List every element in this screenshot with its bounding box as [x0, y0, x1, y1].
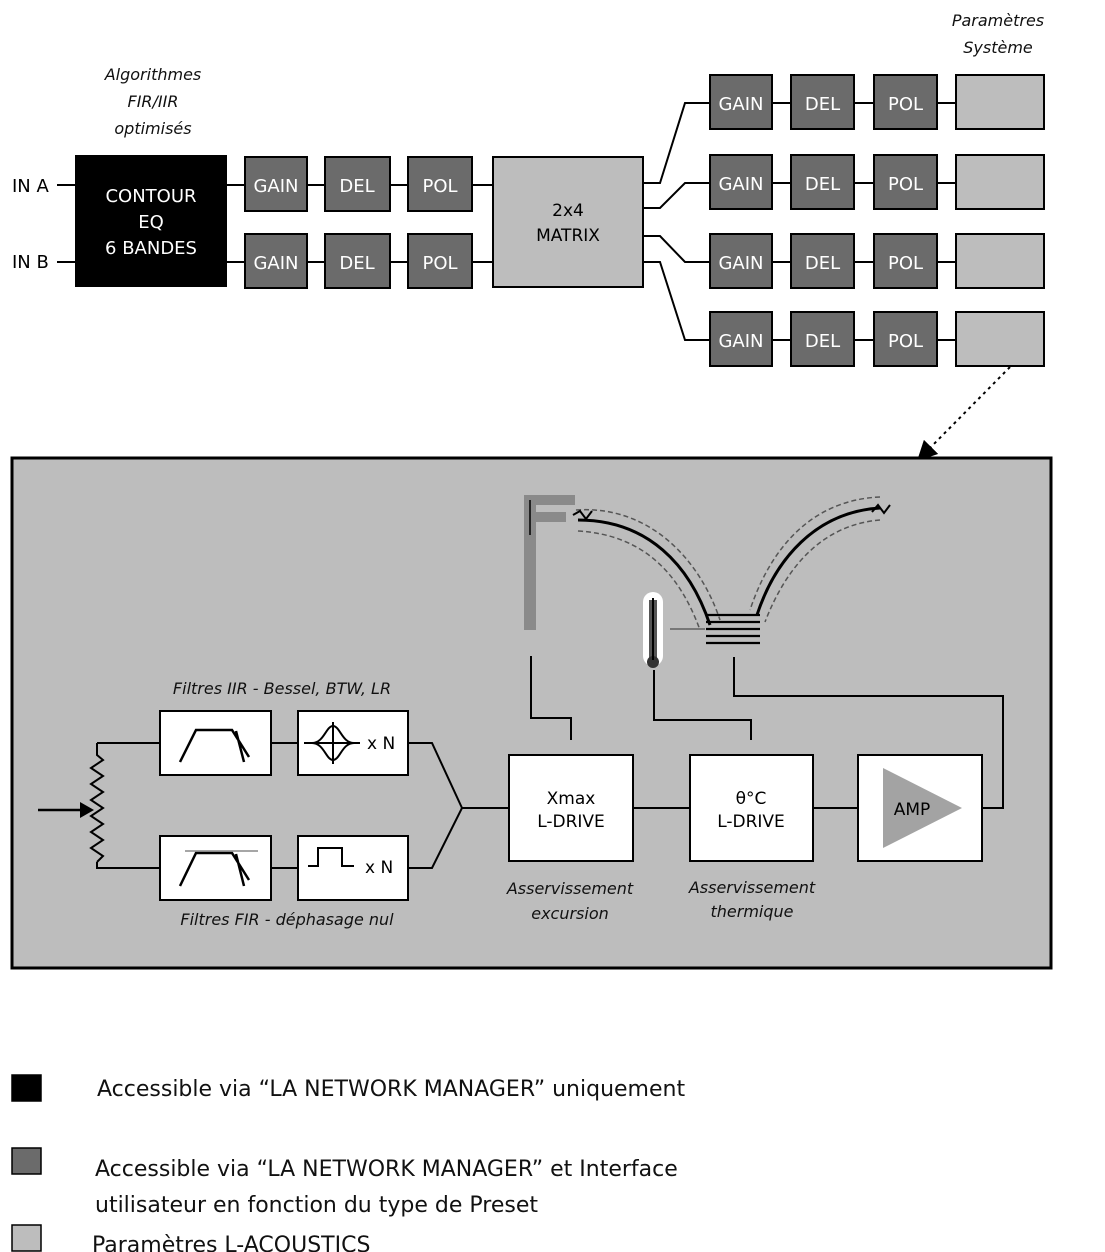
system-params-block [955, 311, 1045, 367]
voice-coil-icon [706, 613, 760, 645]
speaker-cone-icon [572, 496, 891, 631]
gain-block [709, 154, 773, 210]
gain-block-label: GAIN [718, 94, 763, 115]
gain-block [709, 311, 773, 367]
svg-text:GAIN: GAIN [253, 176, 298, 197]
input-a-label: IN A [12, 176, 49, 197]
polarity-block-label: POL [888, 94, 923, 115]
xmax-ldrive-block [508, 754, 634, 862]
svg-text:2x4: 2x4 [552, 201, 584, 221]
peq-icon [304, 722, 360, 764]
svg-text:Algorithmes: Algorithmes [104, 65, 202, 84]
svg-text:Système: Système [963, 38, 1033, 57]
polarity-block-label: POL [888, 253, 923, 274]
svg-text:FIR/IIR: FIR/IIR [128, 92, 179, 111]
potentiometer-icon [89, 743, 105, 863]
svg-text:x N: x N [365, 858, 393, 878]
svg-text:x N: x N [367, 734, 395, 754]
caliper-icon [524, 495, 575, 630]
fir-filter-block [159, 835, 272, 901]
bandpass-icon [178, 851, 251, 887]
delay-block [790, 311, 855, 367]
iir-filter-block [159, 710, 272, 776]
legend-item-1: Accessible via “LA NETWORK MANAGER” uniq… [97, 1077, 685, 1102]
svg-text:6 BANDES: 6 BANDES [105, 238, 197, 259]
delay-block [324, 156, 391, 212]
thermometer-icon [643, 592, 663, 668]
contour-eq-block [75, 155, 227, 287]
matrix-block [492, 156, 644, 288]
svg-text:L-DRIVE: L-DRIVE [717, 812, 785, 832]
fir-block [297, 835, 409, 901]
algorithms-label: Algorithmes FIR/IIR optimisés [104, 65, 202, 138]
svg-text:AMP: AMP [894, 800, 931, 820]
delay-block-label: DEL [805, 174, 840, 195]
gain-block-label: GAIN [718, 331, 763, 352]
chain-input-b: GAIN DEL POL [244, 233, 473, 289]
feedback-lines [530, 656, 1004, 809]
svg-text:thermique: thermique [710, 902, 793, 921]
svg-text:POL: POL [422, 176, 457, 197]
system-params-block [955, 154, 1045, 210]
svg-text:optimisés: optimisés [114, 119, 191, 138]
system-params-label: Paramètres Système [952, 11, 1044, 57]
svg-text:EQ: EQ [138, 212, 164, 233]
iir-title: Filtres IIR - Bessel, BTW, LR [173, 679, 391, 698]
polarity-block [873, 311, 938, 367]
input-b-label: IN B [12, 252, 49, 273]
gain-block [244, 233, 308, 289]
output-chain-2: GAIN DEL POL [709, 154, 1045, 210]
system-params-block [955, 233, 1045, 289]
polarity-block-label: POL [888, 174, 923, 195]
delay-block [324, 233, 391, 289]
svg-text:utilisateur en fonction du typ: utilisateur en fonction du type de Prese… [95, 1193, 538, 1218]
output-chain-4: GAIN DEL POL [709, 311, 1045, 367]
polarity-block [873, 74, 938, 130]
svg-text:CONTOUR: CONTOUR [105, 186, 196, 207]
legend-swatch-lightgray [11, 1224, 42, 1252]
legend-item-2: Accessible via “LA NETWORK MANAGER” et I… [95, 1157, 678, 1182]
svg-text:θ°C: θ°C [736, 789, 767, 809]
fir-pulse-icon [308, 847, 354, 867]
system-params-block [955, 74, 1045, 130]
legend-swatch-black [11, 1074, 42, 1102]
svg-text:L-DRIVE: L-DRIVE [537, 812, 605, 832]
polarity-block [873, 154, 938, 210]
gain-block [709, 74, 773, 130]
svg-text:Xmax: Xmax [547, 789, 596, 809]
bandpass-icon [178, 728, 251, 763]
delay-block-label: DEL [805, 331, 840, 352]
polarity-block [873, 233, 938, 289]
svg-text:excursion: excursion [531, 904, 609, 923]
legend-item-3: Paramètres L-ACOUSTICS [92, 1233, 370, 1252]
asserv-thermal-label: Asservissement [688, 878, 816, 897]
delay-block [790, 154, 855, 210]
fir-title: Filtres FIR - déphasage nul [180, 910, 394, 929]
svg-text:DEL: DEL [339, 176, 374, 197]
polarity-block [407, 233, 473, 289]
delay-block [790, 74, 855, 130]
delay-block-label: DEL [805, 94, 840, 115]
svg-text:GAIN: GAIN [253, 253, 298, 274]
dotted-arrow [916, 366, 1011, 462]
svg-text:MATRIX: MATRIX [536, 226, 600, 246]
asserv-excursion-label: Asservissement [506, 879, 634, 898]
output-chain-3: GAIN DEL POL [709, 233, 1045, 289]
gain-block-label: GAIN [718, 174, 763, 195]
gain-block [244, 156, 308, 212]
delay-block [790, 233, 855, 289]
amplifier-icon [883, 768, 962, 848]
delay-block-label: DEL [805, 253, 840, 274]
gain-block-label: GAIN [718, 253, 763, 274]
polarity-block-label: POL [888, 331, 923, 352]
matrix-output-lines [643, 102, 710, 341]
svg-text:POL: POL [422, 253, 457, 274]
legend-swatch-darkgray [11, 1147, 42, 1175]
polarity-block [407, 156, 473, 212]
output-chain-1: GAIN DEL POL [709, 74, 1045, 130]
gain-block [709, 233, 773, 289]
chain-input-a: GAIN DEL POL [244, 156, 473, 212]
svg-text:DEL: DEL [339, 253, 374, 274]
svg-text:Paramètres: Paramètres [952, 11, 1044, 30]
